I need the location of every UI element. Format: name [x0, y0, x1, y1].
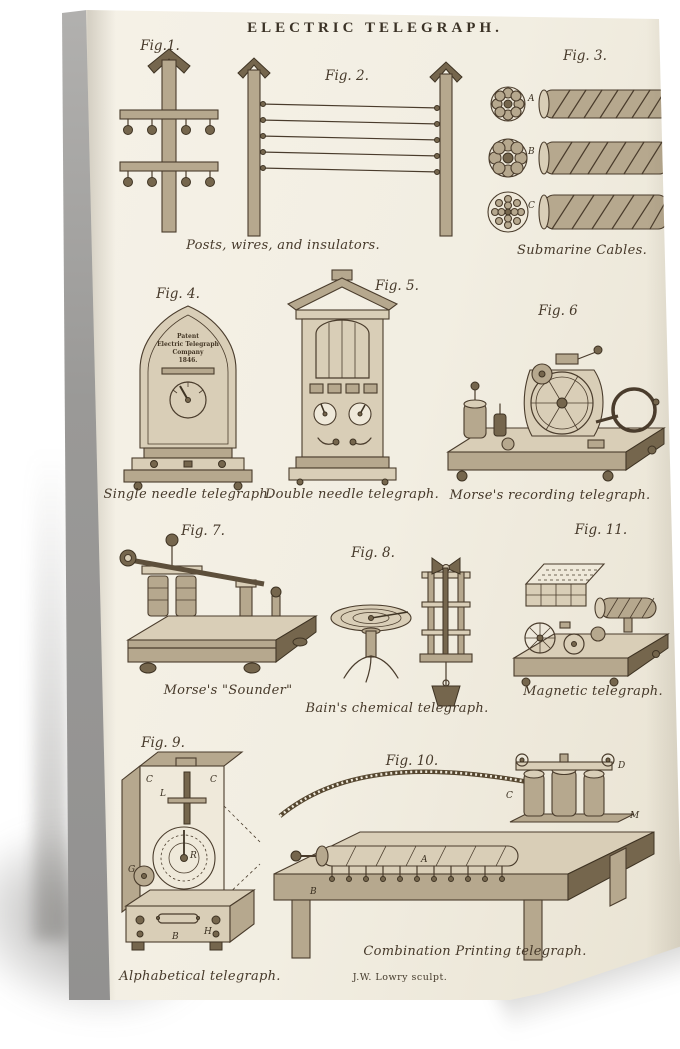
fig6-morse-recording-telegraph-illustration: [446, 345, 666, 482]
caption-combination-printing: Combination Printing telegraph.: [363, 944, 587, 959]
fig8-bain-chemical-telegraph-illustration: [330, 557, 473, 707]
caption-submarine-cables: Submarine Cables.: [516, 243, 648, 258]
fig9-letter-r: R: [189, 851, 197, 861]
caption-magnetic-telegraph: Magnetic telegraph.: [523, 684, 663, 699]
fig3-letter-a: A: [527, 94, 535, 104]
fig4-plate-line1: Patent: [177, 333, 199, 340]
fig6-label: Fig. 6: [538, 303, 578, 319]
artist-credit: J.W. Lowry sculpt.: [352, 972, 448, 983]
fig9-letter-g: G: [128, 865, 135, 875]
caption-alphabetical-telegraph: Alphabetical telegraph.: [119, 969, 281, 984]
fig4-plate-line4: 1846.: [179, 357, 198, 364]
caption-morse-sounder: Morse's "Sounder": [163, 683, 293, 698]
canvas-shadow-left-edge: [34, 450, 68, 940]
fig3-label: Fig. 3.: [563, 48, 607, 64]
fig11-label: Fig. 11.: [574, 522, 628, 538]
caption-posts-wires-insulators: Posts, wires, and insulators.: [186, 238, 380, 253]
fig4-plate-line2: Electric Telegraph: [157, 341, 219, 348]
fig10-letter-a: A: [420, 855, 428, 865]
fig9-letter-h: H: [203, 927, 212, 937]
fig9-alphabetical-telegraph-illustration: C C L R G B H: [121, 751, 261, 951]
caption-single-needle: Single needle telegraph.: [103, 487, 273, 502]
fig10-label: Fig. 10.: [385, 753, 439, 769]
engraving-plate: ELECTRIC TELEGRAPH. Fig.1. Fig. 2. Fig. …: [86, 10, 670, 1000]
fig1-telegraph-post-illustration: [119, 48, 219, 233]
caption-double-needle: Double needle telegraph.: [264, 487, 440, 502]
fig3-letter-c: C: [528, 201, 535, 211]
fig3-letter-b: B: [527, 147, 535, 157]
fig7-label: Fig. 7.: [181, 523, 225, 539]
caption-morse-recording: Morse's recording telegraph.: [449, 488, 651, 503]
plate-title: ELECTRIC TELEGRAPH.: [247, 20, 503, 36]
fig2-posts-and-wires-illustration: [237, 57, 463, 237]
fig10-combination-printing-telegraph-illustration: D C M A B: [273, 753, 655, 961]
fig11-magnetic-telegraph-illustration: [512, 563, 670, 687]
fig10-letter-b: B: [309, 887, 317, 897]
fig3-submarine-cables-illustration: A B C: [487, 86, 669, 233]
fig5-label: Fig. 5.: [375, 278, 419, 294]
fig9-letter-c1: C: [146, 775, 153, 785]
fig8-label: Fig. 8.: [351, 545, 395, 561]
fig4-plate-line3: Company: [172, 349, 204, 356]
fig4-single-needle-telegraph-illustration: Patent Electric Telegraph Company 1846.: [123, 305, 253, 491]
fig7-morse-sounder-illustration: [119, 533, 318, 674]
fig9-letter-c2: C: [210, 775, 217, 785]
fig5-double-needle-telegraph-illustration: [286, 269, 399, 486]
fig9-letter-b: B: [171, 932, 179, 942]
fig9-label: Fig. 9.: [141, 735, 185, 751]
caption-bain-chemical: Bain's chemical telegraph.: [305, 701, 489, 716]
fig10-letter-d: D: [617, 761, 625, 771]
fig9-letter-l: L: [159, 789, 166, 799]
fig10-letter-c: C: [506, 791, 513, 801]
fig4-label: Fig. 4.: [156, 286, 200, 302]
fig10-letter-m: M: [629, 811, 640, 821]
fig2-label: Fig. 2.: [325, 68, 369, 84]
